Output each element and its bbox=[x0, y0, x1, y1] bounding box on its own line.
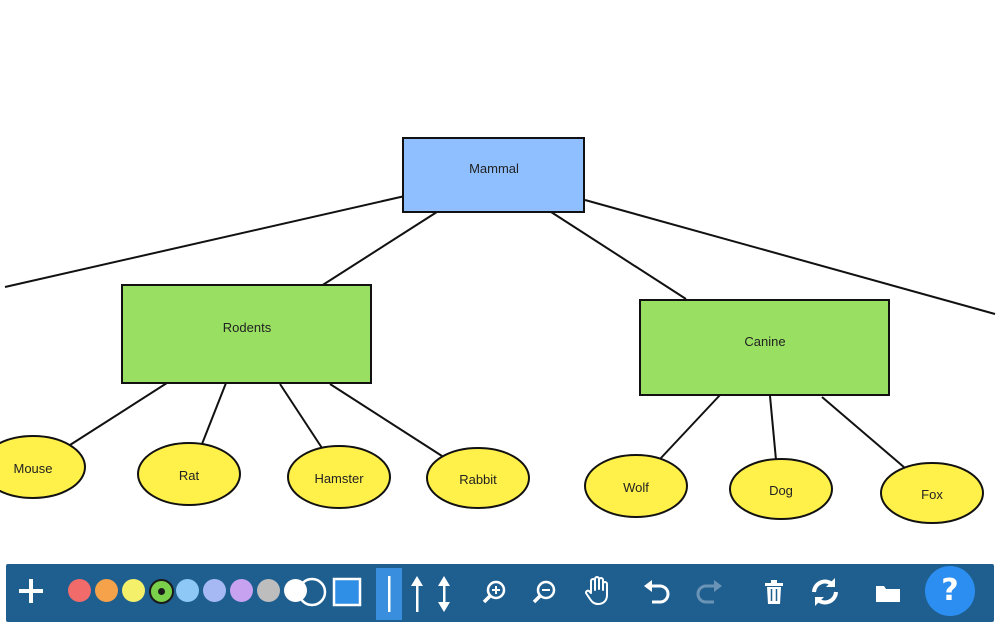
double-arrow-tool-icon bbox=[438, 576, 450, 612]
node-wolf[interactable]: Wolf bbox=[584, 454, 688, 518]
node-box bbox=[121, 284, 372, 384]
square-shape-button[interactable] bbox=[330, 576, 364, 608]
node-ellipse bbox=[137, 442, 241, 506]
add-button[interactable] bbox=[14, 574, 48, 608]
zoom-in-button[interactable] bbox=[478, 576, 510, 608]
node-ellipse bbox=[880, 462, 984, 524]
circle-shape-icon bbox=[297, 577, 327, 607]
refresh-button[interactable] bbox=[806, 574, 844, 610]
color-swatch-periwinkle[interactable] bbox=[203, 579, 226, 602]
node-box bbox=[639, 299, 890, 396]
redo-button[interactable] bbox=[692, 576, 726, 608]
node-fox[interactable]: Fox bbox=[880, 462, 984, 524]
connector-line bbox=[279, 383, 323, 449]
connector-line bbox=[821, 396, 906, 469]
help-button[interactable]: ? bbox=[925, 566, 975, 616]
arrow-tool-button[interactable] bbox=[405, 572, 429, 616]
redo-icon bbox=[696, 580, 722, 604]
refresh-icon bbox=[812, 578, 838, 606]
line-tool-button[interactable] bbox=[376, 568, 402, 620]
node-ellipse bbox=[426, 447, 530, 509]
help-icon: ? bbox=[941, 573, 959, 608]
node-label: Mouse bbox=[13, 461, 52, 476]
connector-line bbox=[769, 395, 777, 461]
line-tool-icon bbox=[388, 576, 391, 612]
node-rabbit[interactable]: Rabbit bbox=[426, 447, 530, 509]
connector-line bbox=[201, 382, 227, 445]
node-label: Dog bbox=[769, 483, 793, 498]
zoom-out-icon bbox=[532, 580, 556, 604]
connectors bbox=[4, 195, 996, 469]
undo-button[interactable] bbox=[640, 576, 674, 608]
node-label: Rodents bbox=[223, 320, 272, 335]
node-ellipse bbox=[584, 454, 688, 518]
circle-shape-button[interactable] bbox=[296, 576, 328, 608]
connector-line bbox=[547, 209, 687, 300]
color-swatch-green-selected[interactable] bbox=[149, 579, 174, 604]
node-mammal[interactable]: Mammal bbox=[402, 137, 585, 213]
undo-icon bbox=[644, 580, 670, 604]
open-folder-button[interactable] bbox=[872, 578, 904, 606]
connector-line bbox=[317, 209, 441, 289]
color-swatch-gray[interactable] bbox=[257, 579, 280, 602]
zoom-out-button[interactable] bbox=[528, 576, 560, 608]
connector-line bbox=[4, 195, 406, 288]
double-arrow-tool-button[interactable] bbox=[432, 572, 456, 616]
folder-icon bbox=[876, 586, 900, 602]
pan-button[interactable] bbox=[580, 574, 614, 608]
square-shape-icon bbox=[332, 577, 362, 607]
node-label: Rat bbox=[179, 468, 200, 483]
color-swatch-red[interactable] bbox=[68, 579, 91, 602]
color-swatch-lavender[interactable] bbox=[230, 579, 253, 602]
node-dog[interactable]: Dog bbox=[729, 458, 833, 520]
toolbar: ? bbox=[0, 560, 1000, 635]
node-ellipse bbox=[287, 445, 391, 509]
arrow-tool-icon bbox=[411, 576, 423, 612]
diagram-canvas[interactable]: Mammal Rodents Canine Mouse Rat Hamster … bbox=[0, 0, 1000, 560]
color-swatch-orange[interactable] bbox=[95, 579, 118, 602]
selected-indicator bbox=[158, 588, 165, 595]
node-hamster[interactable]: Hamster bbox=[287, 445, 391, 509]
node-label: Hamster bbox=[314, 471, 364, 486]
connector-line bbox=[659, 394, 721, 460]
node-canine[interactable]: Canine bbox=[639, 299, 890, 396]
node-ellipse bbox=[0, 435, 86, 499]
connector-line bbox=[584, 199, 996, 315]
color-swatch-light-blue[interactable] bbox=[176, 579, 199, 602]
node-label: Fox bbox=[921, 487, 943, 502]
node-mouse[interactable]: Mouse bbox=[0, 435, 86, 499]
connector-line bbox=[329, 383, 443, 457]
node-label: Rabbit bbox=[459, 472, 497, 487]
add-icon bbox=[19, 579, 43, 603]
delete-button[interactable] bbox=[760, 576, 788, 608]
node-label: Wolf bbox=[623, 480, 649, 495]
node-label: Mammal bbox=[469, 161, 519, 176]
node-rodents[interactable]: Rodents bbox=[121, 284, 372, 384]
node-ellipse bbox=[729, 458, 833, 520]
color-swatch-yellow[interactable] bbox=[122, 579, 145, 602]
zoom-in-icon bbox=[482, 580, 506, 604]
trash-icon bbox=[765, 580, 783, 604]
node-rat[interactable]: Rat bbox=[137, 442, 241, 506]
node-box bbox=[402, 137, 585, 213]
hand-pan-icon bbox=[585, 576, 608, 605]
node-label: Canine bbox=[744, 334, 785, 349]
connector-line bbox=[69, 380, 171, 446]
